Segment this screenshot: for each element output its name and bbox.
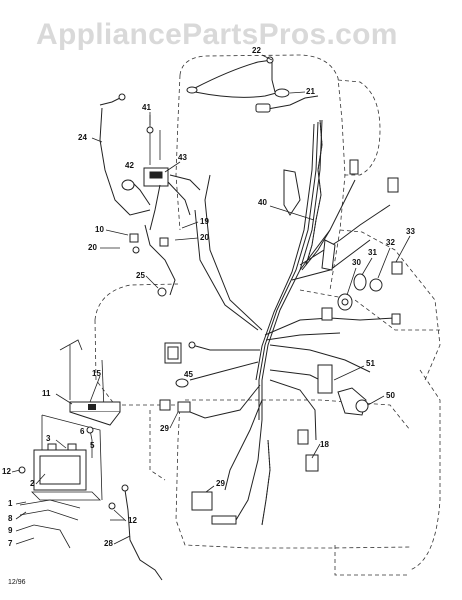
callout-18: 18 xyxy=(320,440,329,449)
battery-assembly xyxy=(18,339,163,581)
callout-1: 1 xyxy=(8,499,13,508)
headlight-wires xyxy=(186,56,319,113)
main-harness xyxy=(184,119,396,526)
callout-3: 3 xyxy=(46,434,51,443)
callout-42: 42 xyxy=(125,161,134,170)
date-stamp: 12/96 xyxy=(8,579,26,586)
watermark: AppliancePartsPros.com xyxy=(36,18,398,51)
callout-15: 15 xyxy=(92,369,101,378)
callout-33: 33 xyxy=(406,227,415,236)
callout-32: 32 xyxy=(386,238,395,247)
callout-20-right: 20 xyxy=(200,233,209,242)
callout-11: 11 xyxy=(42,389,51,398)
callout-21: 21 xyxy=(306,87,315,96)
tractor-outline xyxy=(94,54,441,576)
callout-20-left: 20 xyxy=(88,243,97,252)
callout-6: 6 xyxy=(80,427,85,436)
callout-2: 2 xyxy=(30,479,35,488)
callout-29-lower: 29 xyxy=(216,479,225,488)
leader-lines xyxy=(11,54,411,545)
callout-19: 19 xyxy=(200,217,209,226)
callout-25: 25 xyxy=(136,271,145,280)
callout-43: 43 xyxy=(178,153,187,162)
callout-51: 51 xyxy=(366,359,375,368)
callout-12-right: 12 xyxy=(128,516,137,525)
callouts: 22 21 41 24 42 43 40 19 10 20 20 33 32 3… xyxy=(2,46,415,548)
callout-9: 9 xyxy=(8,526,13,535)
callout-8: 8 xyxy=(8,514,13,523)
callout-29-upper: 29 xyxy=(160,424,169,433)
callout-28: 28 xyxy=(104,539,113,548)
callout-40: 40 xyxy=(258,198,267,207)
callout-22: 22 xyxy=(252,46,261,55)
lower-components xyxy=(159,341,369,525)
callout-10: 10 xyxy=(95,225,104,234)
right-components xyxy=(283,159,403,325)
ground-wire xyxy=(129,224,176,297)
callout-24: 24 xyxy=(78,133,87,142)
seat-switch-assembly xyxy=(99,93,201,231)
callout-41: 41 xyxy=(142,103,151,112)
callout-31: 31 xyxy=(368,248,377,257)
callout-7: 7 xyxy=(8,539,13,548)
callout-50: 50 xyxy=(386,391,395,400)
callout-30: 30 xyxy=(352,258,361,267)
callout-12-left: 12 xyxy=(2,467,11,476)
callout-45: 45 xyxy=(184,370,193,379)
callout-5: 5 xyxy=(90,441,95,450)
